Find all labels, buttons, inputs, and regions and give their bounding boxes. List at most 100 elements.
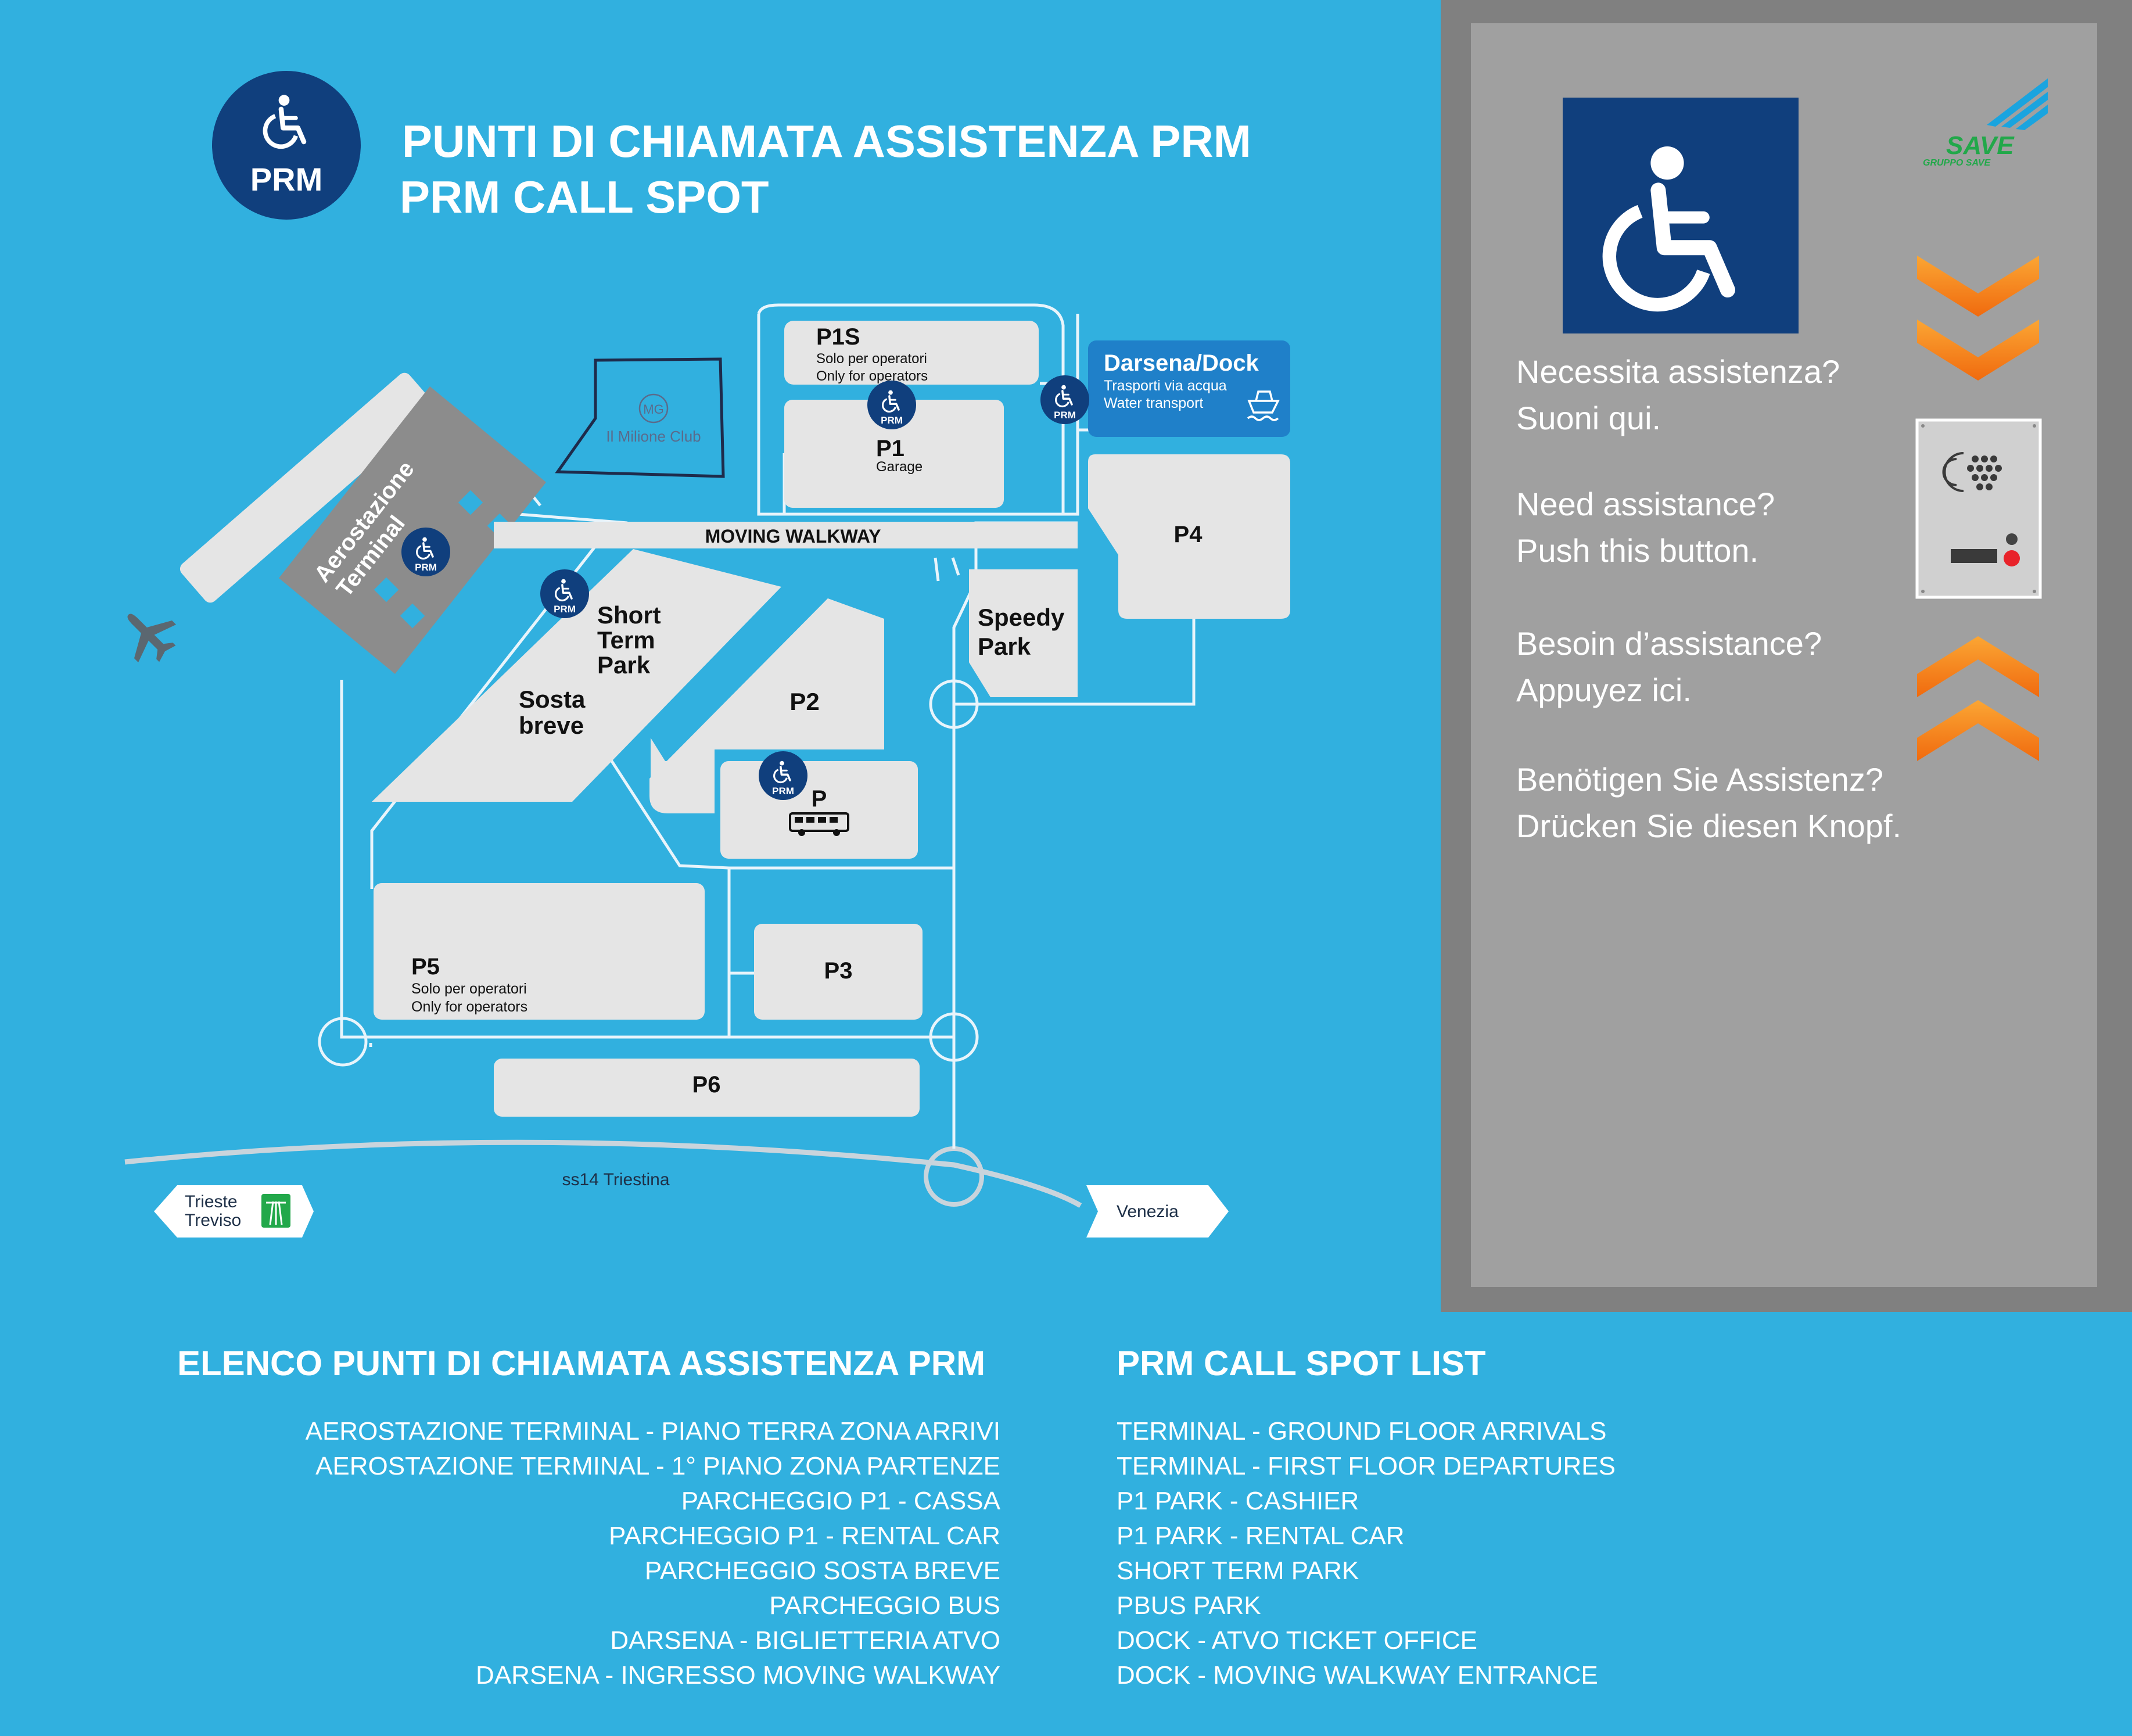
short-term-label-3: Park <box>597 651 651 679</box>
roundabout <box>318 1017 368 1067</box>
p5-block <box>374 883 705 1020</box>
prm-marker-short-term: PRM <box>540 569 589 618</box>
svg-text:Trieste: Trieste <box>185 1192 238 1211</box>
page-subtitle: PRM CALL SPOT <box>400 171 769 223</box>
list-item: DARSENA - BIGLIETTERIA ATVO <box>610 1626 1000 1655</box>
svg-text:PRM: PRM <box>772 785 794 797</box>
road-label: ss14 Triestina <box>562 1170 669 1189</box>
svg-text:PRM: PRM <box>554 604 576 615</box>
roundabout <box>929 679 979 729</box>
display-slot <box>1951 549 1997 563</box>
list-item: DOCK - ATVO TICKET OFFICE <box>1117 1626 1477 1655</box>
speedy-label-2: Park <box>978 633 1031 660</box>
roundabout <box>929 1012 979 1062</box>
chevron-up-icon <box>1917 636 2039 761</box>
bus-icon <box>789 812 849 836</box>
club-logo: MG <box>643 402 663 417</box>
prm-marker-dock: PRM <box>1040 375 1089 424</box>
prm-marker-p1: PRM <box>867 381 916 429</box>
list-item: AEROSTAZIONE TERMINAL - 1° PIANO ZONA PA… <box>315 1452 1000 1480</box>
p5-label: P5 <box>411 954 440 980</box>
sosta-label-1: Sosta <box>519 686 586 713</box>
save-brand: SAVE <box>1946 131 2015 160</box>
call-button[interactable] <box>2004 550 2020 566</box>
intercom-device <box>1915 418 2042 599</box>
il-milione-club: MG Il Milione Club <box>555 357 725 478</box>
list-item: PARCHEGGIO P1 - CASSA <box>681 1487 1000 1515</box>
roundabout-highway <box>924 1146 984 1207</box>
p5-sub1: Solo per operatori <box>411 981 527 997</box>
chevron-down-icon <box>1917 256 2039 381</box>
dock-box <box>1088 340 1290 437</box>
svg-text:Treviso: Treviso <box>185 1211 241 1230</box>
list-item: P1 PARK - CASHIER <box>1117 1487 1359 1515</box>
airplane-icon <box>127 614 177 663</box>
p4-label: P4 <box>1174 522 1203 547</box>
speaker-grille-icon <box>1942 452 2002 492</box>
status-led <box>2006 533 2018 545</box>
p6-label: P6 <box>692 1072 721 1097</box>
speedy-park-block <box>969 569 1078 697</box>
p5-sub2: Only for operators <box>411 999 527 1015</box>
list-item: TERMINAL - GROUND FLOOR ARRIVALS <box>1117 1417 1607 1446</box>
svg-text:PRM: PRM <box>250 161 322 198</box>
pbus-label: P <box>812 786 827 812</box>
save-logo: SAVE GRUPPO SAVE <box>1923 78 2048 168</box>
p6-block <box>494 1059 920 1117</box>
p3-block <box>754 924 923 1020</box>
list-title-it: ELENCO PUNTI DI CHIAMATA ASSISTENZA PRM <box>177 1344 986 1383</box>
prm-badge: PRM <box>212 71 361 220</box>
p4-block <box>1088 454 1290 619</box>
p3-label: P3 <box>824 958 853 984</box>
assist-text-it: Necessita assistenza? Suoni qui. <box>1516 353 1840 436</box>
p1s-label: P1S <box>816 324 860 350</box>
assist-text-de: Benötigen Sie Assistenz? Drücken Sie die… <box>1516 761 1902 844</box>
assist-text-en: Need assistance? Push this button. <box>1516 486 1775 569</box>
sign-trieste-treviso: Trieste Treviso <box>154 1185 314 1238</box>
list-item: PARCHEGGIO SOSTA BREVE <box>644 1556 1000 1585</box>
sign-venezia: Venezia <box>1086 1185 1229 1238</box>
p1s-block <box>784 321 1039 385</box>
p1s-sub1: Solo per operatori <box>816 351 927 367</box>
save-group: GRUPPO SAVE <box>1923 158 1991 168</box>
club-label: Il Milione Club <box>606 428 701 445</box>
call-spot-list-it: AEROSTAZIONE TERMINAL - PIANO TERRA ZONA… <box>306 1414 1000 1693</box>
p1-label: P1 <box>876 436 905 461</box>
svg-text:Venezia: Venezia <box>1117 1202 1179 1221</box>
list-item: P1 PARK - RENTAL CAR <box>1117 1522 1405 1550</box>
call-spot-list-en: TERMINAL - GROUND FLOOR ARRIVALS TERMINA… <box>1117 1414 1616 1693</box>
speedy-label: Speedy <box>978 604 1065 631</box>
prm-marker-bus: PRM <box>759 751 807 800</box>
list-item: TERMINAL - FIRST FLOOR DEPARTURES <box>1117 1452 1616 1480</box>
dock-sub2: Water transport <box>1104 395 1203 411</box>
short-term-park-block <box>372 549 781 802</box>
short-term-label-1: Short <box>597 601 661 629</box>
walkway-label: MOVING WALKWAY <box>705 526 881 547</box>
p2-label: P2 <box>789 688 819 715</box>
assist-text-fr: Besoin d’assistance? Appuyez ici. <box>1516 625 1822 708</box>
list-item: DOCK - MOVING WALKWAY ENTRANCE <box>1117 1661 1598 1690</box>
moving-walkway <box>494 522 1078 548</box>
list-title-en: PRM CALL SPOT LIST <box>1117 1344 1486 1383</box>
highway-ss14 <box>124 1139 1082 1208</box>
sosta-label-2: breve <box>519 712 584 739</box>
list-item: PARCHEGGIO P1 - RENTAL CAR <box>609 1522 1000 1550</box>
p1-block <box>784 400 1004 508</box>
svg-text:PRM: PRM <box>415 562 437 573</box>
boat-icon <box>1247 390 1280 421</box>
short-term-label-2: Term <box>597 626 655 654</box>
list-item: SHORT TERM PARK <box>1117 1556 1359 1585</box>
list-item: PARCHEGGIO BUS <box>769 1591 1000 1620</box>
prm-marker-terminal: PRM <box>401 528 450 576</box>
p1-sub: Garage <box>876 459 923 475</box>
list-item: AEROSTAZIONE TERMINAL - PIANO TERRA ZONA… <box>305 1417 1000 1446</box>
dock-title: Darsena/Dock <box>1104 350 1259 376</box>
svg-text:PRM: PRM <box>881 415 903 426</box>
dock-sub1: Trasporti via acqua <box>1104 378 1227 394</box>
list-item: DARSENA - INGRESSO MOVING WALKWAY <box>476 1661 1000 1690</box>
p1s-sub2: Only for operators <box>816 368 928 384</box>
list-item: PBUS PARK <box>1117 1591 1261 1620</box>
page-title: PUNTI DI CHIAMATA ASSISTENZA PRM <box>402 116 1251 167</box>
svg-text:PRM: PRM <box>1054 410 1076 421</box>
